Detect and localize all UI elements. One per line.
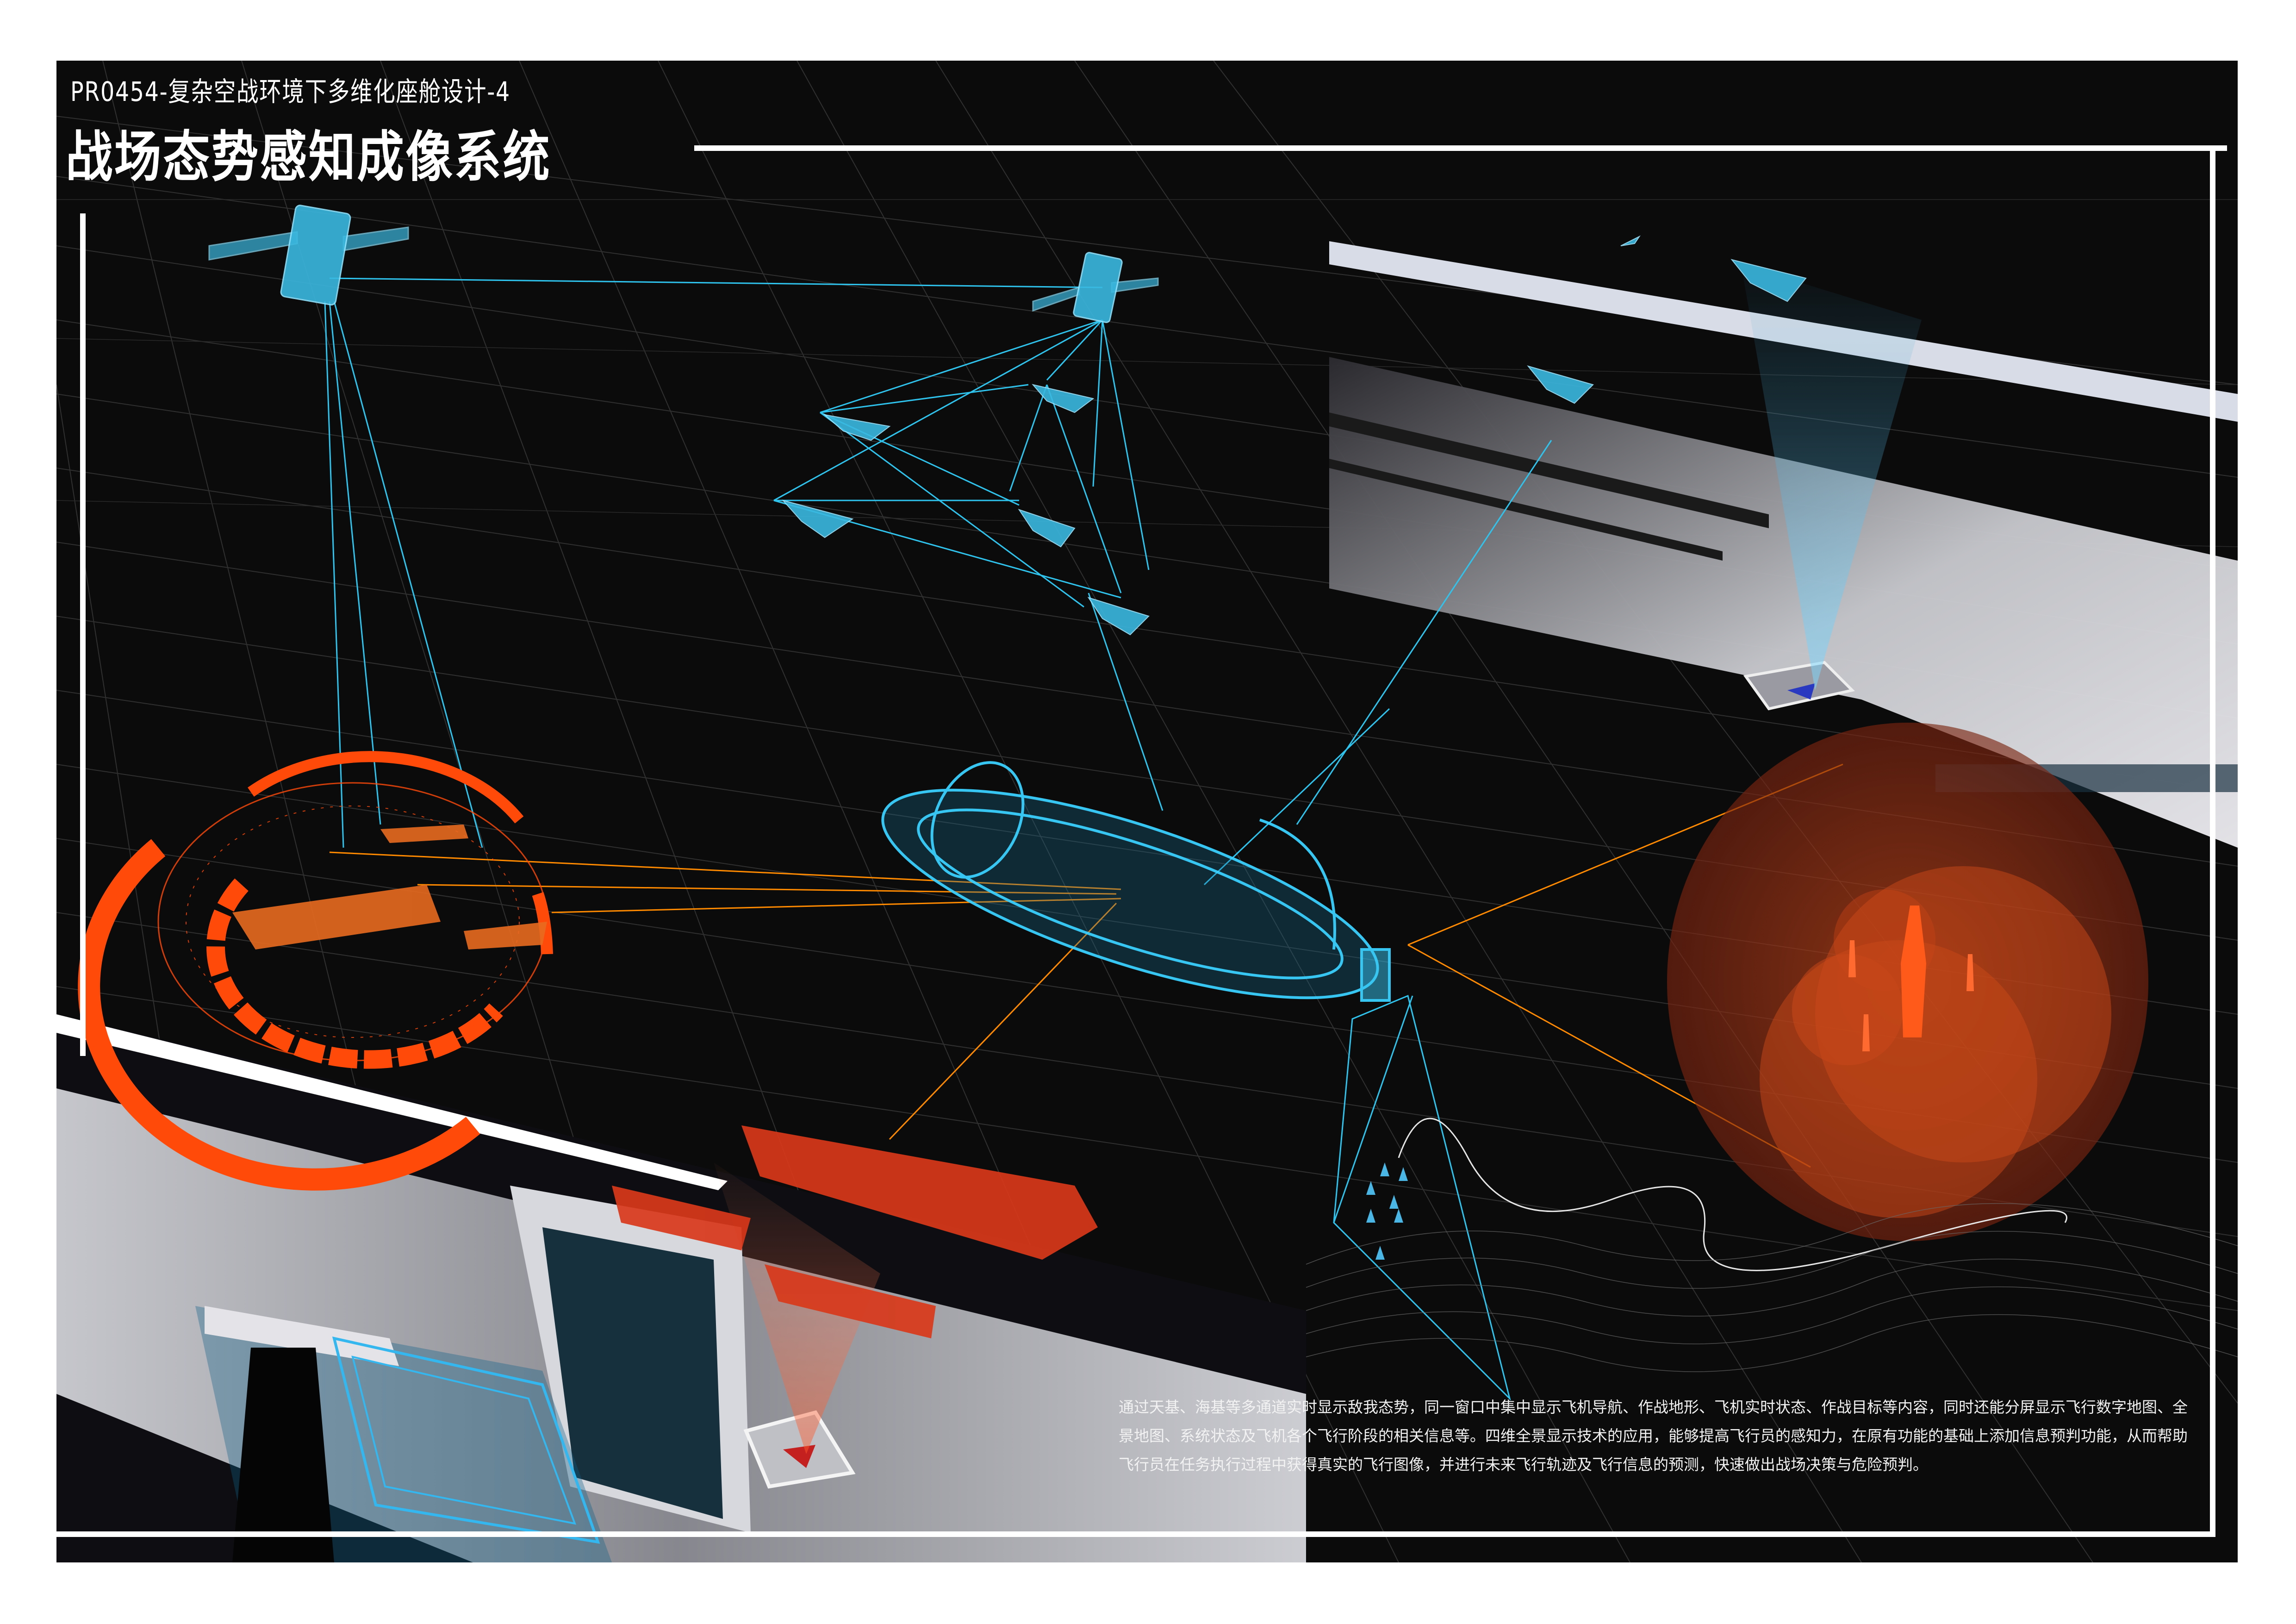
poster: PR0454-复杂空战环境下多维化座舱设计-4 战场态势感知成像系统 通过天基、…: [56, 61, 2238, 1562]
satellite-center: [1032, 252, 1159, 323]
satellite-left: [208, 205, 409, 306]
terrain-wireframe: [1306, 1203, 2238, 1372]
naval-fleet-hud-ring: [78, 751, 553, 1191]
upper-right-cockpit-console: [1329, 241, 2238, 848]
holographic-cockpit: [881, 761, 1391, 1002]
enemy-radar-zone: [1667, 723, 2148, 1241]
drone-swarm: [1366, 1162, 1408, 1260]
cyan-data-links: [324, 277, 1552, 1401]
project-code-subtitle: PR0454-复杂空战环境下多维化座舱设计-4: [70, 76, 510, 107]
page-title: 战场态势感知成像系统: [66, 125, 552, 189]
flight-trajectory: [1398, 1118, 2067, 1271]
frame-bottom-line: [56, 1531, 2215, 1537]
lower-left-cockpit-console: [56, 1014, 1306, 1562]
holographic-ships: [612, 1125, 1098, 1338]
naval-fleet-ships: [232, 824, 547, 949]
title-rule: [694, 145, 2227, 151]
frame-left-line: [80, 213, 86, 1056]
description-paragraph: 通过天基、海基等多通道实时显示敌我态势，同一窗口中集中显示飞机导航、作战地形、飞…: [1119, 1398, 2188, 1474]
fighter-jet-formation: [782, 235, 1807, 636]
frame-right-line: [2210, 145, 2215, 1537]
battlefield-illustration: [56, 205, 2238, 1562]
